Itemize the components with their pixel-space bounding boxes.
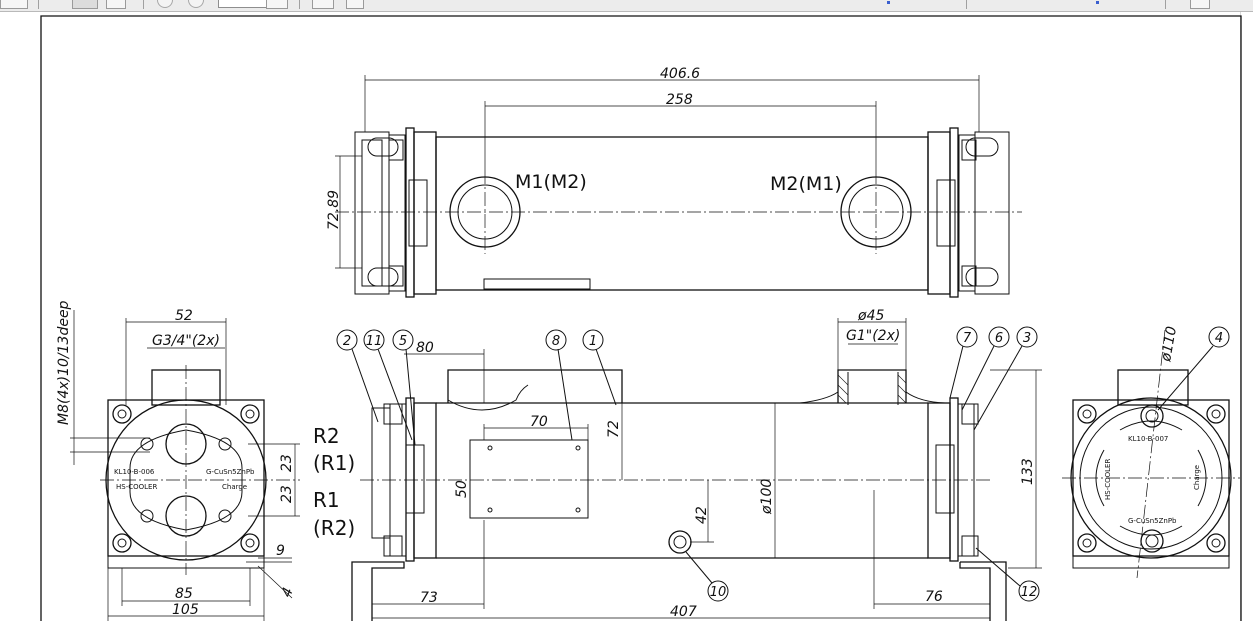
- right-end-view: KL10-B-007 HS-COOLER G-CuSn5ZnPb Charge …: [1062, 325, 1240, 579]
- dim-70: 70: [530, 414, 548, 430]
- dim-80: 80: [416, 340, 434, 356]
- select-tool-button[interactable]: [72, 0, 98, 9]
- dim-52: 52: [175, 308, 193, 324]
- balloon-8: 8: [552, 334, 560, 349]
- dim-bolt-spacing: 72.89: [326, 190, 342, 230]
- port-label-r2: R2: [313, 424, 340, 448]
- plate-material-right: G-CuSn5ZnPb: [1128, 517, 1177, 525]
- dim-42: 42: [694, 506, 710, 524]
- balloon-4: 4: [1215, 331, 1223, 346]
- plate-code-right: KL10-B-007: [1128, 435, 1168, 443]
- toolbar-separator: [1165, 0, 1166, 9]
- dim-73: 73: [420, 590, 438, 606]
- port-label-r1: R1: [313, 488, 340, 512]
- plate-charge-left: Charge: [222, 483, 247, 491]
- dim-m8-bolts: M8(4x)10/13deep: [56, 300, 72, 425]
- balloon-1: 1: [589, 334, 597, 349]
- plate-code-left: KL10-B-006: [114, 468, 155, 476]
- toolbar-separator: [143, 0, 144, 9]
- drawing-frame: [40, 15, 1242, 621]
- plate-name-right: HS-COOLER: [1104, 459, 1112, 500]
- dim-9: 9: [276, 543, 285, 559]
- dim-85: 85: [175, 586, 193, 602]
- dim-23-lower: 23: [279, 485, 295, 503]
- dim-133: 133: [1020, 458, 1036, 485]
- port-label-r1-alt: (R1): [313, 451, 355, 475]
- dim-23-upper: 23: [279, 454, 295, 472]
- balloon-6: 6: [995, 331, 1003, 346]
- dim-nozzle-diameter: ø45: [857, 308, 884, 324]
- front-view: 80 70 72 50 42 ø100 ø45 G1"(2x) 133: [336, 308, 1042, 621]
- dim-g1-thread: G1"(2x): [846, 328, 900, 344]
- window-control-button[interactable]: [1190, 0, 1210, 9]
- port-label-m1: M1(M2): [515, 171, 587, 193]
- port-label-r2-alt: (R2): [313, 516, 355, 540]
- pan-tool-button[interactable]: [106, 0, 126, 9]
- balloon-12: 12: [1021, 585, 1038, 600]
- toolbar-separator: [966, 0, 967, 9]
- status-marker-icon: [1096, 1, 1099, 4]
- dim-50: 50: [454, 480, 470, 498]
- dim-overall-length: 406.6: [660, 66, 700, 82]
- top-view: 406.6 258 72.89 M1(M2) M2(M1): [326, 66, 1022, 298]
- balloon-11: 11: [366, 334, 383, 349]
- balloon-3: 3: [1023, 331, 1031, 346]
- dim-flange-diameter: ø110: [1158, 325, 1180, 364]
- dim-105: 105: [172, 602, 199, 618]
- balloon-10: 10: [710, 585, 727, 600]
- plate-name-left: HS-COOLER: [116, 483, 157, 491]
- fit-page-button[interactable]: [312, 0, 334, 9]
- zoom-dropdown-button[interactable]: [266, 0, 288, 9]
- status-marker-icon: [887, 1, 890, 4]
- toolbar: [0, 0, 1253, 12]
- page-field[interactable]: [0, 0, 28, 9]
- dim-shell-diameter: ø100: [759, 479, 775, 515]
- dim-4: 4: [279, 586, 297, 600]
- dim-g34-thread: G3/4"(2x): [152, 333, 220, 349]
- left-end-view: KL10-B-006 HS-COOLER G-CuSn5ZnPb Charge …: [56, 300, 355, 621]
- toolbar-separator: [299, 0, 300, 9]
- balloon-2: 2: [343, 334, 351, 349]
- plate-charge-right: Charge: [1193, 465, 1201, 490]
- drawing-canvas[interactable]: [0, 12, 1253, 621]
- dim-72: 72: [606, 420, 622, 438]
- balloon-7: 7: [963, 331, 972, 346]
- dim-407: 407: [670, 604, 697, 620]
- dim-port-spacing: 258: [666, 92, 693, 108]
- port-label-m2: M2(M1): [770, 173, 842, 195]
- balloon-5: 5: [399, 334, 407, 349]
- dim-76: 76: [925, 589, 943, 605]
- toolbar-separator: [38, 0, 39, 9]
- rotate-button[interactable]: [346, 0, 364, 9]
- plate-material-left: G-CuSn5ZnPb: [206, 468, 255, 476]
